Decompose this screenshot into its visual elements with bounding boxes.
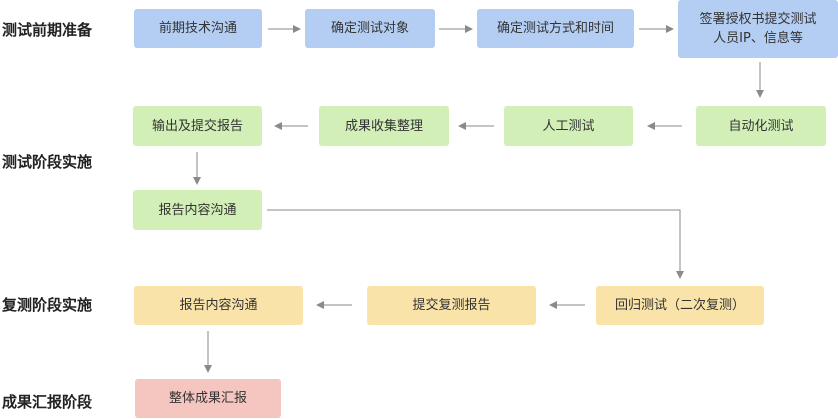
step-automated-testing-label: 自动化测试 [728, 118, 794, 134]
step-report-discussion: 报告内容沟通 [133, 190, 262, 230]
step-regression-test-label: 回归测试（二次复测） [614, 298, 745, 313]
arrow-s9-s10 [267, 209, 684, 279]
step-submit-retest-report-label: 提交复测报告 [412, 298, 491, 313]
step-retest-report-discussion: 报告内容沟通 [134, 286, 303, 325]
step-manual-testing-label: 人工测试 [542, 118, 595, 134]
step-define-method-time-label: 确定测试方式和时间 [496, 21, 614, 36]
step-collect-results-label: 成果收集整理 [344, 118, 423, 134]
step-output-report-label: 输出及提交报告 [151, 118, 243, 134]
step-retest-report-discussion-label: 报告内容沟通 [179, 298, 258, 313]
stage-label-retest: 复测阶段实施 [2, 296, 93, 314]
step-define-target: 确定测试对象 [305, 9, 435, 48]
step-sign-authorization: 签署授权书提交测试 人员IP、信息等 [678, 0, 838, 58]
step-output-report: 输出及提交报告 [133, 106, 262, 146]
step-collect-results: 成果收集整理 [319, 106, 449, 146]
step-regression-test: 回归测试（二次复测） [596, 286, 764, 325]
stage-label-prep: 测试前期准备 [2, 21, 93, 39]
stage-label-report: 成果汇报阶段 [2, 393, 93, 411]
step-tech-communication-label: 前期技术沟通 [158, 21, 237, 36]
step-define-method-time: 确定测试方式和时间 [477, 9, 634, 48]
step-manual-testing: 人工测试 [504, 106, 633, 146]
step-sign-authorization-line2: 人员IP、信息等 [713, 31, 803, 46]
step-final-report-label: 整体成果汇报 [168, 391, 247, 406]
step-tech-communication: 前期技术沟通 [134, 9, 262, 48]
stage-label-exec: 测试阶段实施 [2, 153, 93, 171]
step-final-report: 整体成果汇报 [135, 379, 281, 418]
step-report-discussion-label: 报告内容沟通 [158, 202, 237, 218]
step-sign-authorization-line1: 签署授权书提交测试 [699, 12, 817, 27]
step-automated-testing: 自动化测试 [696, 106, 826, 146]
step-submit-retest-report: 提交复测报告 [367, 286, 536, 325]
step-define-target-label: 确定测试对象 [330, 21, 409, 36]
